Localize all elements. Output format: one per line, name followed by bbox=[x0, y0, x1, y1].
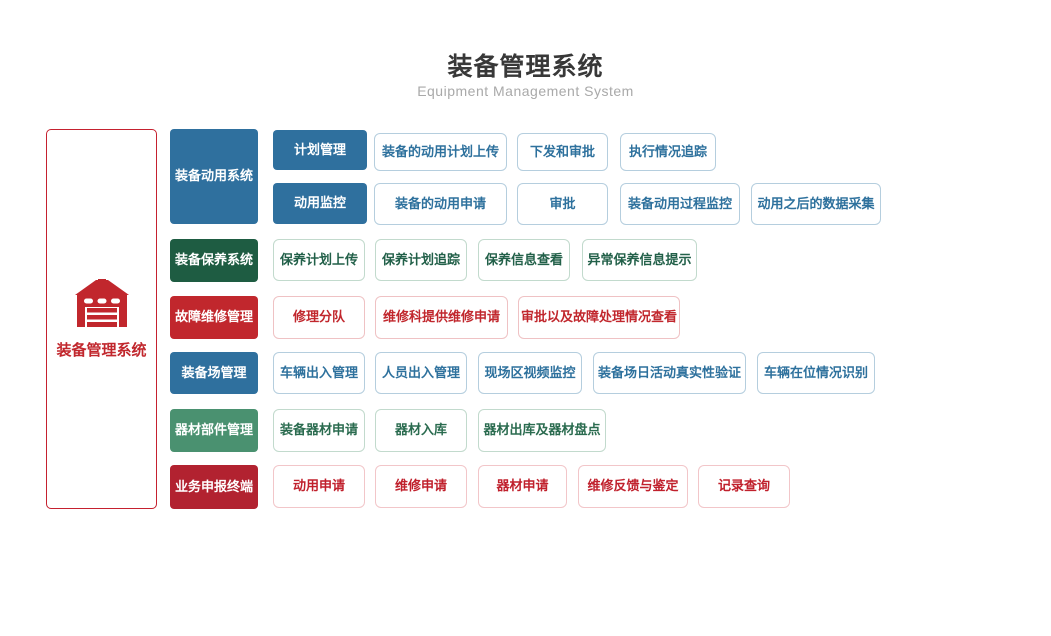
item-usage-plan-upload: 装备的动用计划上传 bbox=[374, 133, 507, 171]
item-issue-and-approval: 下发和审批 bbox=[517, 133, 608, 171]
group-fault-repair-management: 故障维修管理 bbox=[170, 296, 258, 339]
item-approval-and-fault-handling-view: 审批以及故障处理情况查看 bbox=[518, 296, 680, 339]
item-maintenance-plan-upload: 保养计划上传 bbox=[273, 239, 365, 281]
item-maintenance-info-view: 保养信息查看 bbox=[478, 239, 570, 281]
item-maintenance-plan-tracking: 保养计划追踪 bbox=[375, 239, 467, 281]
item-vehicle-access-management: 车辆出入管理 bbox=[273, 352, 365, 394]
item-vehicle-presence-recognition: 车辆在位情况识别 bbox=[757, 352, 875, 394]
item-material-inbound: 器材入库 bbox=[375, 409, 467, 452]
root-node-label: 装备管理系统 bbox=[56, 341, 147, 359]
item-material-outbound-and-inventory: 器材出库及器材盘点 bbox=[478, 409, 606, 452]
item-abnormal-maintenance-alert: 异常保养信息提示 bbox=[582, 239, 697, 281]
subgroup-usage-monitoring: 动用监控 bbox=[273, 183, 367, 224]
item-repair-unit: 修理分队 bbox=[273, 296, 365, 339]
item-site-video-surveillance: 现场区视频监控 bbox=[478, 352, 582, 394]
root-node: 装备管理系统 bbox=[46, 129, 157, 509]
item-repair-dept-application: 维修科提供维修申请 bbox=[375, 296, 508, 339]
item-execution-tracking: 执行情况追踪 bbox=[620, 133, 716, 171]
item-repair-request: 维修申请 bbox=[375, 465, 467, 508]
garage-icon bbox=[74, 278, 129, 327]
item-personnel-access-management: 人员出入管理 bbox=[375, 352, 467, 394]
group-equipment-maintenance-system: 装备保养系统 bbox=[170, 239, 258, 282]
page-subtitle: Equipment Management System bbox=[417, 83, 634, 99]
item-usage-request: 动用申请 bbox=[273, 465, 365, 508]
item-usage-process-monitoring: 装备动用过程监控 bbox=[620, 183, 740, 225]
item-record-query: 记录查询 bbox=[698, 465, 790, 508]
item-yard-daily-activity-verification: 装备场日活动真实性验证 bbox=[593, 352, 746, 394]
group-equipment-mobilization-system: 装备动用系统 bbox=[170, 129, 258, 224]
page-title: 装备管理系统 bbox=[447, 53, 604, 81]
group-material-parts-management: 器材部件管理 bbox=[170, 409, 258, 452]
item-repair-feedback-appraisal: 维修反馈与鉴定 bbox=[578, 465, 688, 508]
subgroup-plan-management: 计划管理 bbox=[273, 130, 367, 170]
group-business-declaration-terminal: 业务申报终端 bbox=[170, 465, 258, 509]
item-approval: 审批 bbox=[517, 183, 608, 225]
item-post-usage-data-collection: 动用之后的数据采集 bbox=[751, 183, 881, 225]
item-material-request: 器材申请 bbox=[478, 465, 567, 508]
item-equipment-material-application: 装备器材申请 bbox=[273, 409, 365, 452]
group-equipment-yard-management: 装备场管理 bbox=[170, 352, 258, 394]
item-usage-application: 装备的动用申请 bbox=[374, 183, 507, 225]
